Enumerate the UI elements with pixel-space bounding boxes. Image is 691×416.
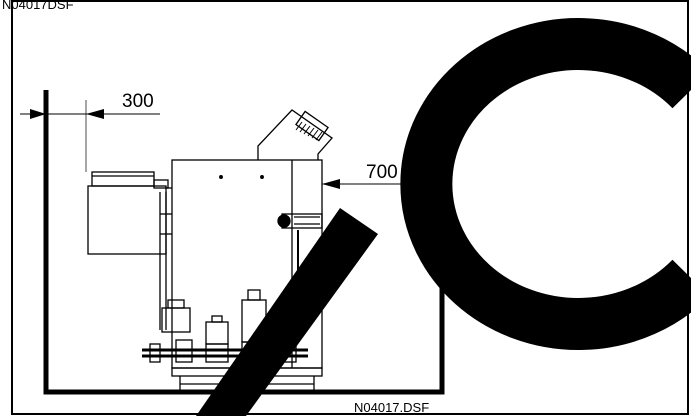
watermark-c-letter — [400, 18, 691, 350]
left-clearance-dimension: 300 — [20, 91, 160, 172]
drawing-frame — [11, 0, 689, 415]
header-drawing-code: N04017DSF — [2, 0, 74, 12]
right-clearance-value: 700 — [366, 162, 398, 183]
flue-grille — [295, 121, 323, 141]
footer-drawing-code: N04017.DSF — [354, 400, 429, 415]
watermark-diagonal-slash — [196, 208, 378, 416]
burner-housing — [87, 185, 167, 255]
boiler-unit — [87, 109, 333, 392]
left-clearance-value: 300 — [122, 91, 154, 112]
